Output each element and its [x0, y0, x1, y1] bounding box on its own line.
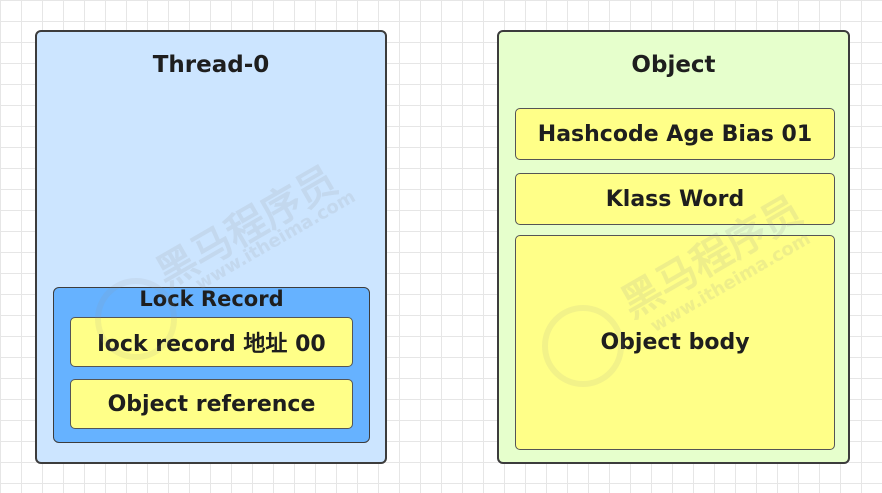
lock-record-box: Lock Record lock record 地址 00 Object ref…: [53, 287, 370, 443]
klass-word-field: Klass Word: [515, 173, 835, 225]
object-reference-field: Object reference: [70, 379, 353, 429]
thread-box: Thread-0 Lock Record lock record 地址 00 O…: [35, 30, 387, 464]
lock-record-address-field: lock record 地址 00: [70, 317, 353, 367]
object-title: Object: [631, 52, 716, 78]
object-box: Object Hashcode Age Bias 01 Klass Word O…: [497, 30, 850, 464]
thread-title: Thread-0: [152, 52, 270, 78]
mark-word-field: Hashcode Age Bias 01: [515, 108, 835, 160]
lock-record-title: Lock Record: [139, 287, 284, 311]
object-body-field: Object body: [515, 235, 835, 450]
